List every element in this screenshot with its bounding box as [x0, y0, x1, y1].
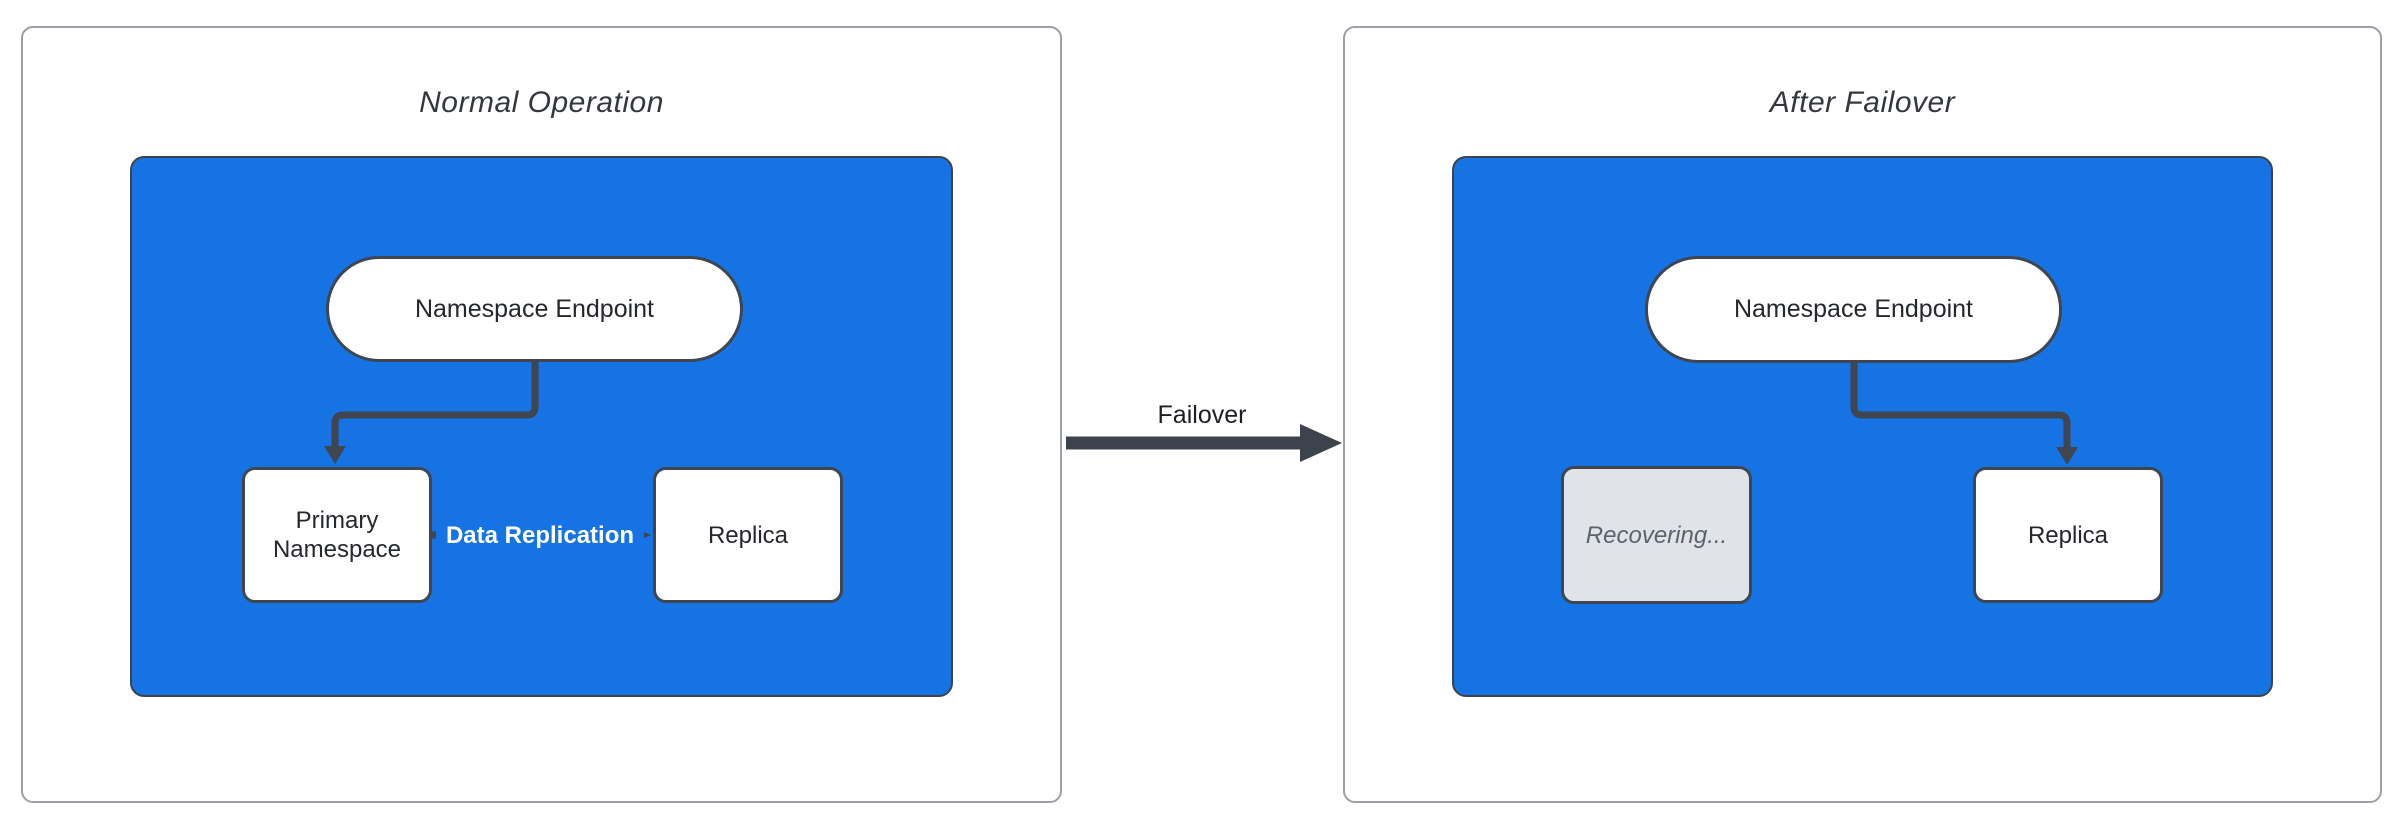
- node-namespace-endpoint-after: Namespace Endpoint: [1645, 256, 2062, 363]
- edge-label-failover: Failover: [1157, 401, 1247, 429]
- node-primary-namespace: Primary Namespace: [242, 467, 432, 603]
- node-label: Namespace Endpoint: [1733, 295, 1974, 323]
- node-label: Primary Namespace: [272, 507, 402, 563]
- node-label: Replica: [2027, 521, 2109, 549]
- node-replica-normal: Replica: [653, 467, 843, 603]
- node-label: Namespace Endpoint: [414, 294, 655, 323]
- edge-label-data-replication: Data Replication: [435, 515, 645, 556]
- node-label: Recovering...: [1585, 521, 1728, 549]
- panel-after-title: After Failover: [1769, 86, 1956, 119]
- node-replica-after: Replica: [1973, 467, 2163, 603]
- cluster-normal: [130, 156, 953, 697]
- node-recovering: Recovering...: [1561, 466, 1752, 604]
- node-label: Replica: [707, 521, 789, 549]
- node-namespace-endpoint-normal: Namespace Endpoint: [326, 256, 743, 362]
- panel-normal-title: Normal Operation: [419, 86, 664, 119]
- cluster-after: [1452, 156, 2273, 697]
